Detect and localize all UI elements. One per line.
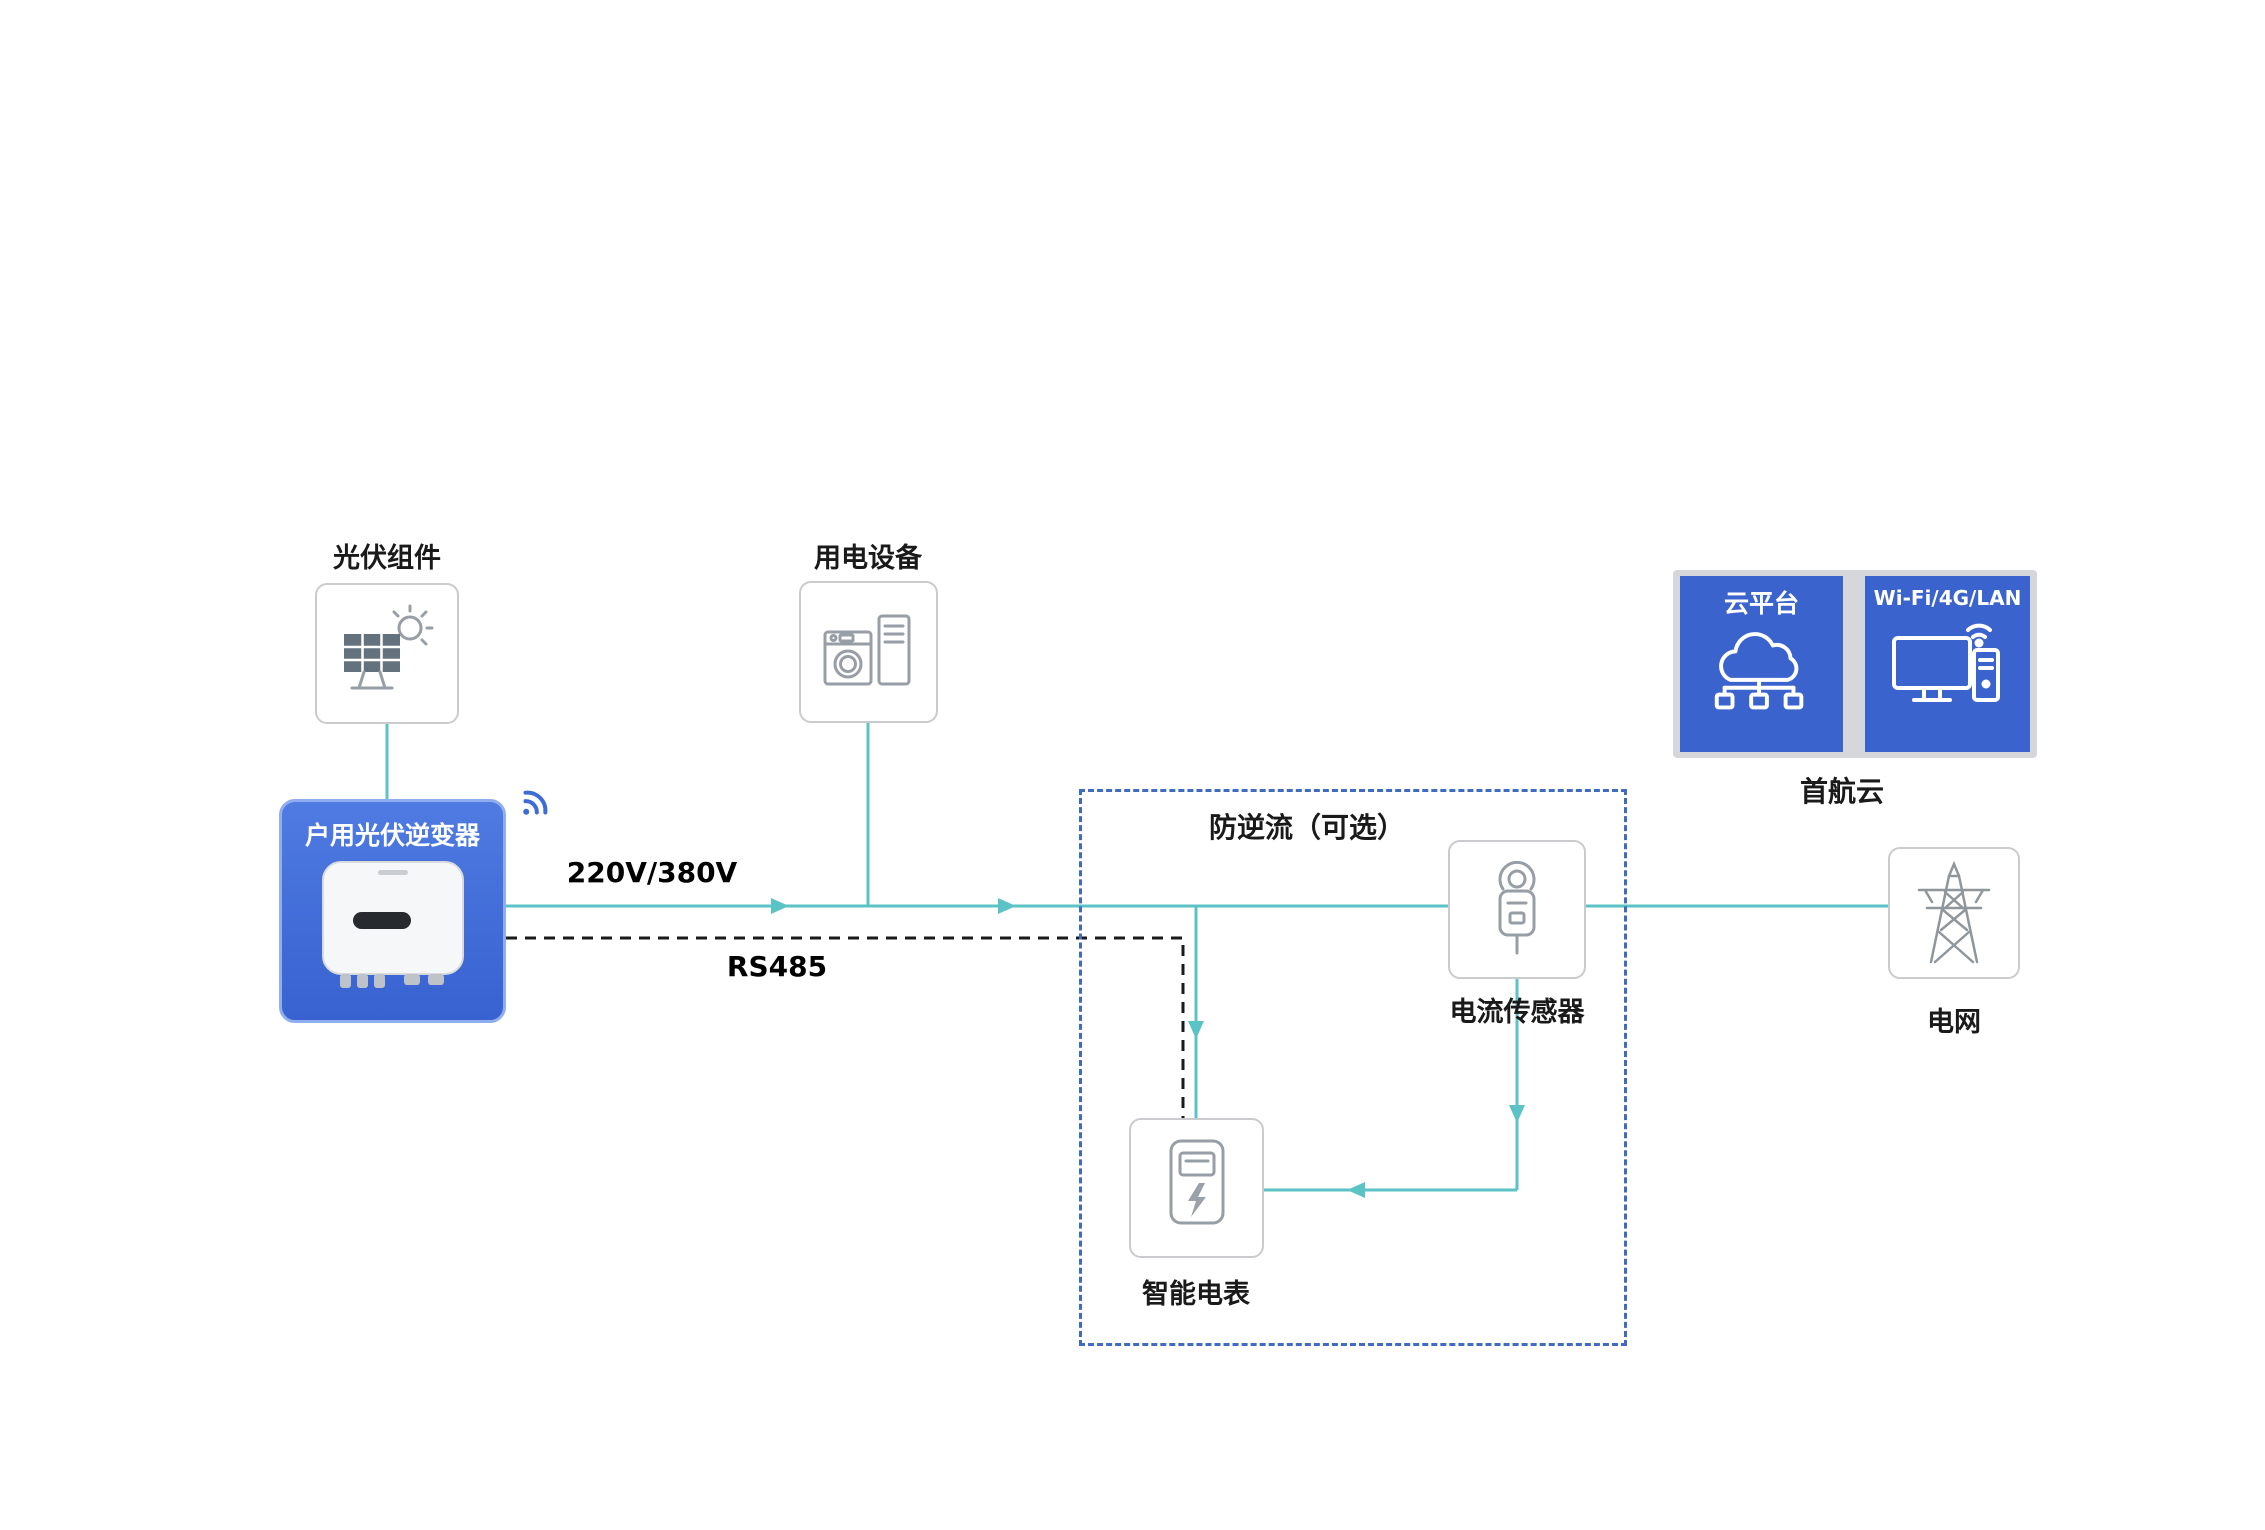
- grid-box: [1888, 847, 2020, 979]
- current-sensor-box: [1448, 840, 1586, 979]
- smart-meter-label: 智能电表: [1142, 1279, 1250, 1310]
- inverter-device-icon: [321, 861, 464, 988]
- current-sensor-label: 电流传感器: [1449, 997, 1585, 1028]
- wifi-signal-icon: [523, 790, 548, 815]
- ac-main-line: [506, 723, 1888, 1192]
- inverter-label: 户用光伏逆变器: [304, 821, 480, 850]
- current-sensor-icon: [1498, 860, 1536, 954]
- pv-module-label: 光伏组件: [333, 543, 441, 574]
- appliances-icon: [823, 614, 910, 686]
- smart-meter-icon: [1169, 1139, 1224, 1225]
- grid-label: 电网: [1927, 1007, 1981, 1038]
- cloud-platform-card: 云平台: [1680, 576, 1843, 752]
- flow-arrows: [771, 898, 1525, 1198]
- monitor-wifi-icon: [1891, 623, 2000, 702]
- power-grid-icon: [1917, 860, 1991, 964]
- cloud-platform-label: 云平台: [1723, 589, 1799, 618]
- wifi-4g-lan-card: Wi-Fi/4G/LAN: [1865, 576, 2030, 752]
- cloud-network-icon: [1714, 632, 1803, 710]
- anti-backflow-region: 防逆流（可选）: [1079, 789, 1627, 1346]
- anti-backflow-label: 防逆流（可选）: [1208, 811, 1406, 844]
- pv-module-box: [315, 583, 459, 724]
- load-device-label: 用电设备: [814, 543, 922, 574]
- wifi-4g-lan-label: Wi-Fi/4G/LAN: [1873, 586, 2022, 610]
- load-device-box: [799, 581, 938, 723]
- inverter-box: 户用光伏逆变器: [279, 799, 506, 1023]
- smart-meter-box: [1129, 1118, 1264, 1258]
- voltage-label: 220V/380V: [566, 856, 738, 889]
- solar-panel-icon: [344, 604, 434, 689]
- sofar-cloud-label: 首航云: [1799, 775, 1885, 808]
- cloud-panel: 云平台 Wi-Fi/4G/LAN: [1673, 570, 2037, 758]
- rs485-label: RS485: [726, 950, 828, 983]
